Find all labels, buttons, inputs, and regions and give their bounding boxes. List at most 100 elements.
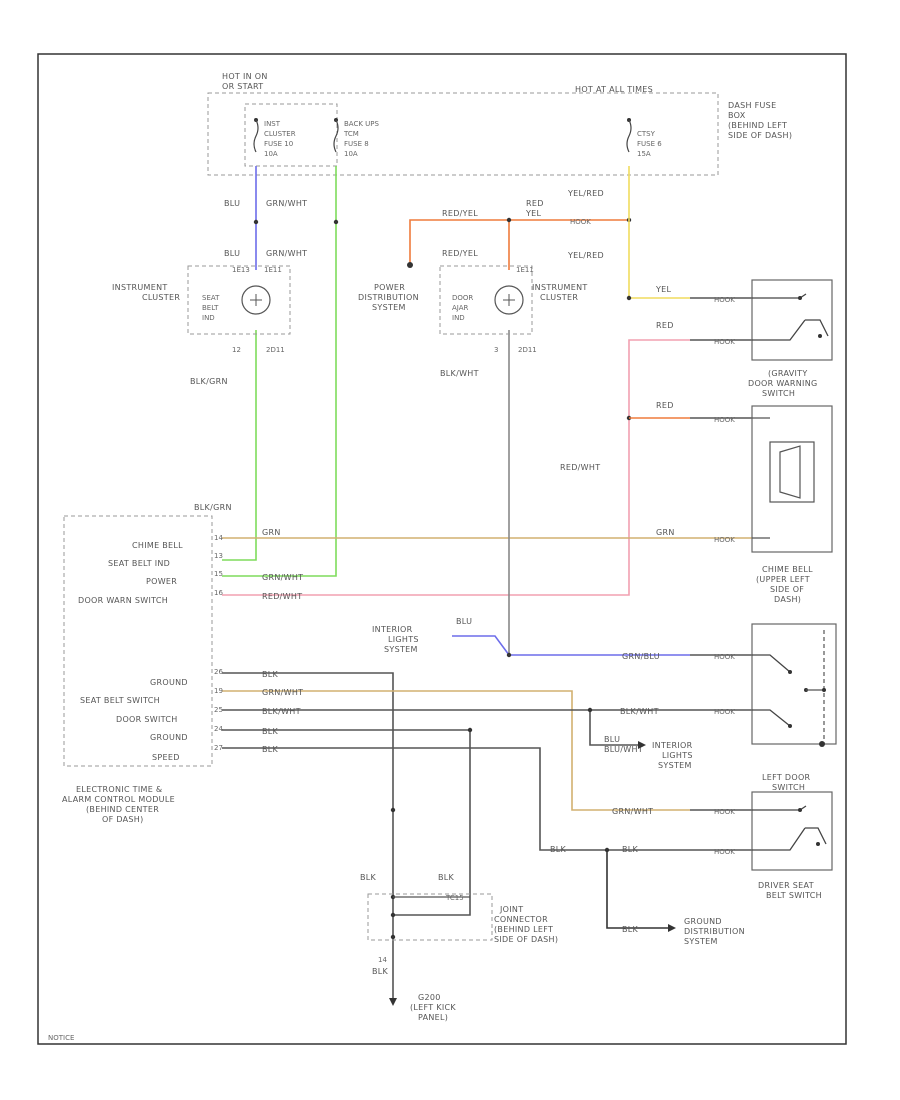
chime-bell-3: SIDE OF — [770, 585, 804, 594]
door-ajar-ind-3: IND — [452, 314, 465, 322]
wire-blk-ground-2 — [222, 729, 471, 916]
cluster-left-pin-4: 2D11 — [266, 346, 285, 354]
label-blu-int: BLU — [456, 617, 472, 626]
wire-blkgrn-seatbelt — [222, 330, 257, 561]
label-grnblu: GRN/BLU — [622, 652, 660, 661]
svg-text:SPEED: SPEED — [152, 753, 180, 762]
fuse-ctsy: CTSY FUSE 6 15A — [626, 118, 662, 158]
label-blk-g1: BLK — [262, 670, 279, 679]
label-yelred-b: YEL/RED — [567, 251, 604, 260]
label-blu-mid: BLU — [224, 249, 240, 258]
wire-grnblu-interior — [452, 635, 690, 656]
label-grnwht-module: GRN/WHT — [262, 573, 303, 582]
door-ajar-ind-2: AJAR — [452, 304, 469, 312]
ground-dist-2: DISTRIBUTION — [684, 927, 745, 936]
interior-lights-2: LIGHTS — [388, 635, 419, 644]
fuse-box-outline — [207, 92, 719, 176]
fuse-box-location-4: SIDE OF DASH) — [728, 131, 792, 140]
module-name-2: ALARM CONTROL MODULE — [62, 795, 175, 804]
label-blkgrn-module: BLK/GRN — [194, 503, 232, 512]
svg-text:CHIME BELL: CHIME BELL — [132, 541, 183, 550]
svg-text:10A: 10A — [264, 150, 278, 158]
cluster-left-pin-3: 12 — [232, 346, 241, 354]
svg-text:GROUND: GROUND — [150, 733, 188, 742]
svg-text:POWER: POWER — [146, 577, 177, 586]
svg-text:25: 25 — [214, 706, 223, 714]
ground-dist-1: GROUND — [684, 917, 722, 926]
cluster-left-title-2: CLUSTER — [142, 293, 180, 302]
wire-grnwht-seatbelt-sw — [222, 690, 690, 811]
joint-connector — [367, 893, 493, 941]
joint-connector-1: JOINT — [499, 905, 523, 914]
fuse-inst-cluster: INST CLUSTER FUSE 10 10A — [253, 118, 296, 158]
svg-text:HOOK: HOOK — [570, 218, 591, 226]
svg-text:16: 16 — [214, 589, 223, 597]
cluster-right-pin-3: 2D11 — [518, 346, 537, 354]
label-redwht-module: RED/WHT — [262, 592, 302, 601]
ground-point-3: PANEL) — [418, 1013, 448, 1022]
door-warn-switch-2: DOOR WARNING — [748, 379, 818, 388]
cluster-right-title-2: CLUSTER — [540, 293, 578, 302]
svg-text:HOOK: HOOK — [714, 416, 735, 424]
cluster-right-title-1: INSTRUMENT — [532, 283, 588, 292]
door-ajar-switch-upper — [751, 279, 833, 361]
fuse-box-location-3: (BEHIND LEFT — [728, 121, 787, 130]
chime-bell-1: CHIME BELL — [762, 565, 813, 574]
joint-pin-label: TC15 — [445, 894, 464, 902]
label-yel-a: YEL — [525, 209, 542, 218]
seat-belt-ind-3: IND — [202, 314, 215, 322]
joint-connector-2: CONNECTOR — [494, 915, 548, 924]
module-name-3: (BEHIND CENTER — [86, 805, 159, 814]
svg-text:CTSY: CTSY — [637, 130, 656, 138]
label-blk-jc3: BLK — [372, 967, 389, 976]
svg-text:13: 13 — [214, 552, 223, 560]
chime-bell-4: DASH) — [774, 595, 801, 604]
seat-belt-ind-2: BELT — [202, 304, 219, 312]
svg-text:BACK UPS: BACK UPS — [344, 120, 380, 128]
svg-text:HOOK: HOOK — [714, 296, 735, 304]
interior-lights-1: INTERIOR — [372, 625, 413, 634]
label-grnwht-sb2: GRN/WHT — [612, 807, 653, 816]
joint-connector-pins — [390, 894, 470, 940]
label-grnwht-sb: GRN/WHT — [262, 688, 303, 697]
module-pin-numbers: 14 13 15 16 26 19 25 24 27 — [214, 534, 223, 752]
hot-run-start-line1: HOT IN ON — [222, 72, 268, 81]
instrument-cluster-right — [439, 265, 533, 335]
left-door-switch-1: LEFT DOOR — [762, 773, 811, 782]
svg-text:HOOK: HOOK — [714, 708, 735, 716]
power-dist-3: SYSTEM — [372, 303, 406, 312]
label-blk-g2: BLK — [262, 727, 279, 736]
svg-text:TCM: TCM — [343, 130, 359, 138]
ground-point-1: G200 — [418, 993, 441, 1002]
svg-text:SEAT BELT IND: SEAT BELT IND — [108, 559, 170, 568]
svg-text:HOOK: HOOK — [714, 536, 735, 544]
seat-belt-ind-1: SEAT — [202, 294, 220, 302]
label-blk-g4: BLK — [550, 845, 567, 854]
fuse-box-location-2: BOX — [728, 111, 746, 120]
svg-text:HOOK: HOOK — [714, 338, 735, 346]
label-redyel-b: RED/YEL — [442, 249, 478, 258]
power-dist-1: POWER — [374, 283, 405, 292]
svg-text:INST: INST — [264, 120, 281, 128]
label-red-b: RED — [656, 321, 674, 330]
wire-redyel-power-dist — [409, 219, 629, 264]
diagram-frame — [37, 53, 847, 1045]
label-blk-g5: BLK — [622, 845, 639, 854]
connector-marks: HOOK HOOK HOOK HOOK HOOK HOOK HOOK HOOK … — [570, 218, 735, 856]
wire-blk-ground-1 — [222, 672, 394, 1000]
joint-connector-4: SIDE OF DASH) — [494, 935, 558, 944]
instrument-cluster-left — [187, 265, 291, 335]
label-grnwht-top: GRN/WHT — [266, 199, 307, 208]
interior-lights-3: SYSTEM — [384, 645, 418, 654]
svg-text:FUSE 8: FUSE 8 — [344, 140, 369, 148]
module-name-4: OF DASH) — [102, 815, 144, 824]
label-redyel-a: RED/YEL — [442, 209, 478, 218]
label-blk-jc1: BLK — [360, 873, 377, 882]
svg-text:SEAT BELT SWITCH: SEAT BELT SWITCH — [80, 696, 160, 705]
interior-door-switch — [751, 623, 837, 747]
label-blkgrn-left: BLK/GRN — [190, 377, 228, 386]
door-warn-switch-3: SWITCH — [762, 389, 795, 398]
fuse-box-location-1: DASH FUSE — [728, 101, 776, 110]
svg-text:24: 24 — [214, 725, 223, 733]
